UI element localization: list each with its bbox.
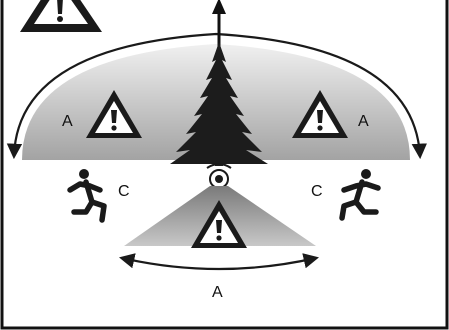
zone-label-upper-right: A [358,113,369,130]
zone-label-lower: A [212,284,223,301]
fall-zone-range-arrow [6,32,428,160]
zone-label-runner-left: C [118,183,130,200]
lower-range-arrow [118,253,320,271]
warning-triangle-icon-top [20,0,102,32]
running-person-icon-right [339,169,381,221]
running-person-icon-left [67,169,107,223]
sensor-icon [206,163,232,189]
fir-tree-icon [170,42,268,166]
zone-label-upper-left: A [62,113,73,130]
zone-label-runner-right: C [311,183,323,200]
